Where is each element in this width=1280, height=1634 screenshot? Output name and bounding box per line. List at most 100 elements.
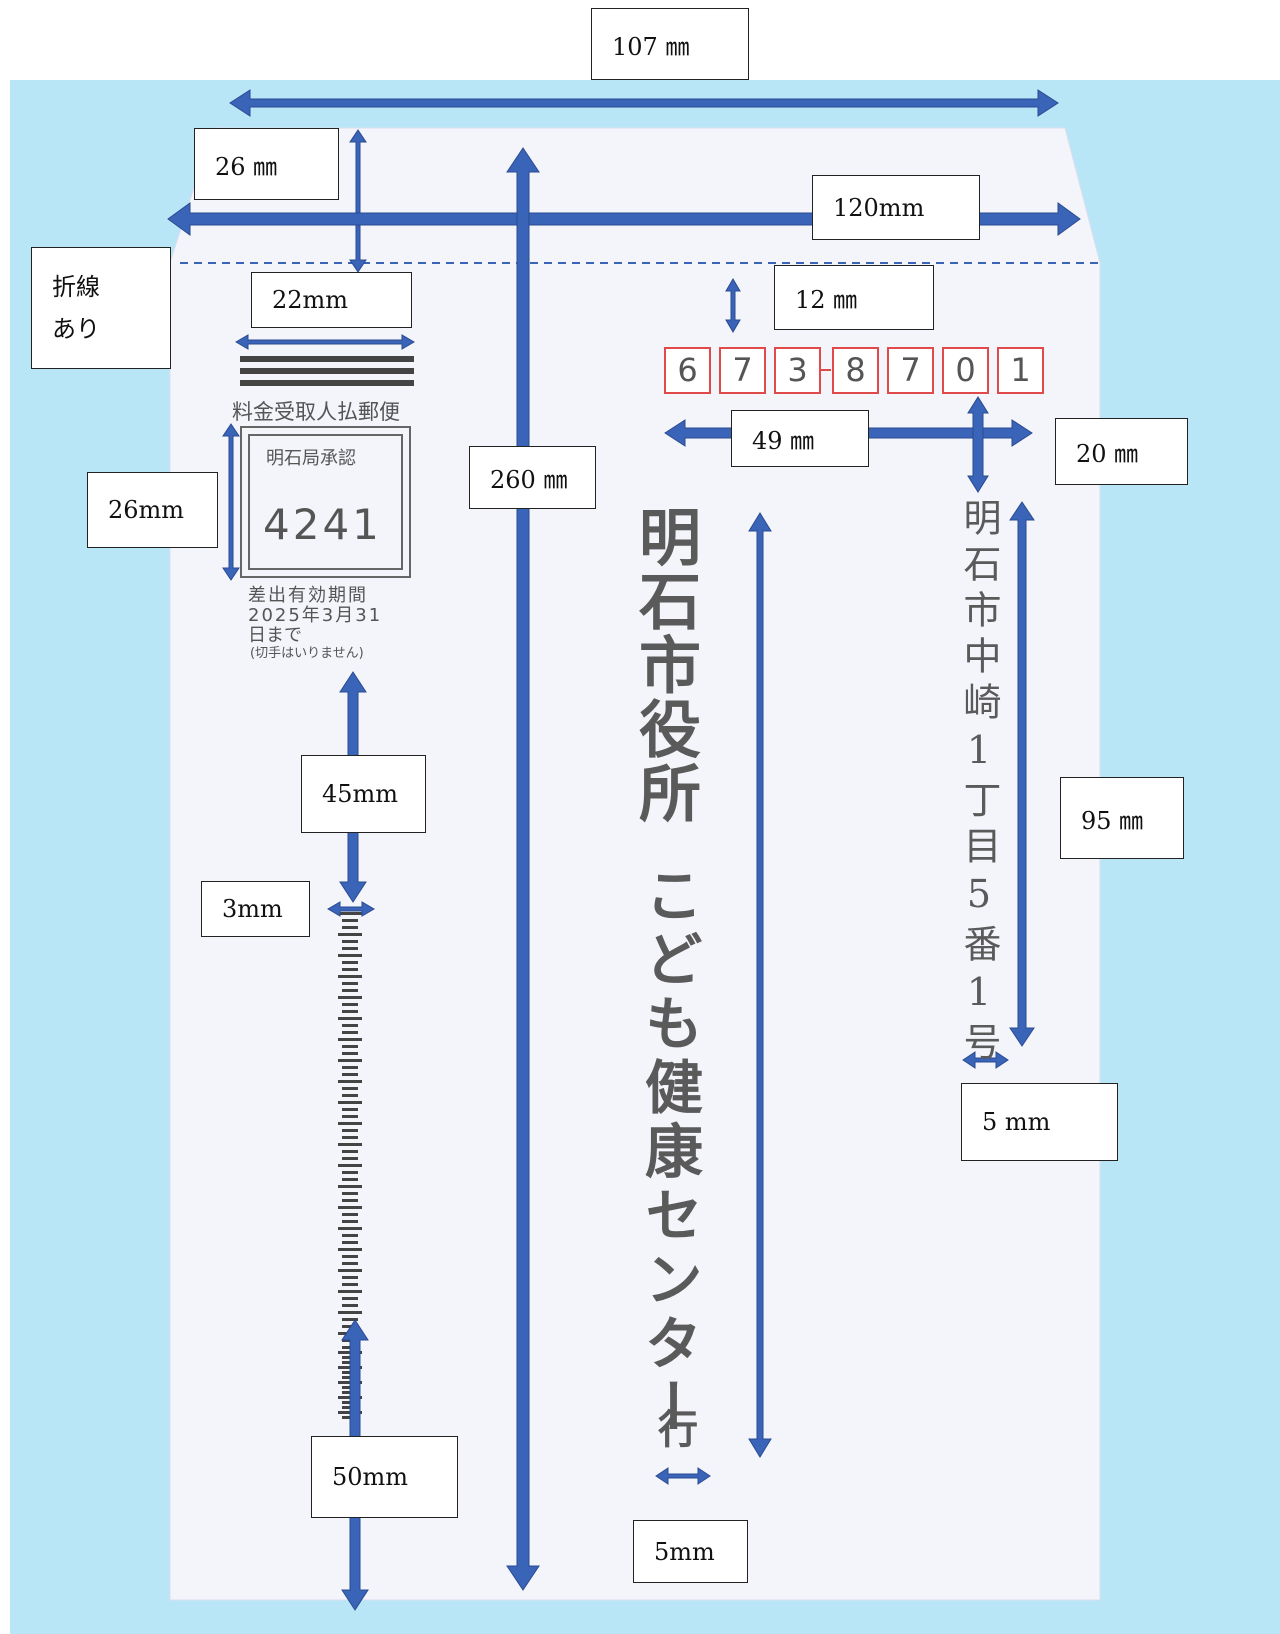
postal-digit-7: 1	[997, 347, 1044, 394]
barcode-bar	[342, 1171, 358, 1174]
barcode-bar	[338, 1164, 362, 1167]
barcode-bar	[338, 933, 362, 936]
barcode-bar	[342, 1220, 358, 1223]
barcode-bar	[342, 1199, 358, 1202]
postal-digit-6: 0	[942, 347, 989, 394]
label-3mm: 3mm	[201, 881, 310, 937]
validity-line-3: 日まで	[248, 625, 302, 646]
arrow-3mm	[327, 901, 375, 917]
arrow-5mm-address	[962, 1051, 1009, 1069]
barcode-bar	[342, 1003, 358, 1006]
barcode-bar	[342, 1304, 358, 1307]
approval-box-inner	[248, 434, 403, 570]
approval-box-outer	[240, 426, 411, 578]
barcode-bar	[342, 1115, 358, 1118]
address-text: 明石市中崎1丁目5番1号	[957, 498, 1001, 1068]
barcode-bar	[342, 919, 358, 922]
barcode-bar	[342, 1031, 358, 1034]
barcode-bar	[342, 1318, 358, 1321]
barcode-bar	[342, 989, 358, 992]
label-5mm-address: 5 mm	[961, 1083, 1118, 1161]
barcode-bar	[342, 1150, 358, 1153]
barcode-bar	[342, 1276, 358, 1279]
barcode-bar	[342, 982, 358, 985]
barcode-bar	[342, 1010, 358, 1013]
barcode-bar	[338, 1101, 362, 1104]
barcode-bar	[342, 947, 358, 950]
barcode-bar	[342, 961, 358, 964]
postal-digit-3: 3	[774, 347, 821, 394]
barcode-bar	[338, 1143, 362, 1146]
barcode-bar	[338, 912, 362, 915]
barcode-bar	[338, 1080, 362, 1083]
validity-line-2: 2025年3月31	[248, 605, 383, 626]
arrow-26mm	[222, 423, 240, 581]
label-95mm: 95 ㎜	[1060, 777, 1184, 859]
approval-office: 明石局承認	[266, 448, 356, 469]
postal-digit-1: 6	[664, 347, 711, 394]
arrow-5mm-recipient	[655, 1467, 711, 1485]
arrow-95mm-recipient	[748, 512, 772, 1458]
barcode-bar	[338, 996, 362, 999]
label-260mm: 260 ㎜	[469, 446, 596, 509]
label-26mm-box: 26mm	[87, 472, 218, 548]
label-fold-line: 折線 あり	[31, 247, 171, 369]
barcode-bar	[338, 1059, 362, 1062]
approval-number: 4241	[263, 500, 382, 549]
barcode-bar	[342, 1108, 358, 1111]
no-stamp-note: (切手はいりません)	[250, 646, 364, 661]
postal-digit-4: 8	[832, 347, 879, 394]
barcode-bar	[342, 1297, 358, 1300]
barcode-bar	[338, 1122, 362, 1125]
label-49mm: 49 ㎜	[731, 410, 869, 467]
barcode-bar	[342, 1136, 358, 1139]
label-12mm: 12 ㎜	[774, 265, 934, 330]
barcode-bar	[342, 1241, 358, 1244]
barcode-bar	[342, 1234, 358, 1237]
barcode-bar	[342, 1052, 358, 1055]
barcode-bar	[338, 975, 362, 978]
barcode-bar	[342, 1024, 358, 1027]
arrow-95mm-address	[1009, 501, 1035, 1047]
barcode-bar	[342, 1283, 358, 1286]
label-22mm: 22mm	[251, 272, 412, 328]
barcode-bar	[342, 1129, 358, 1132]
barcode-bar	[342, 940, 358, 943]
arrow-22mm	[235, 334, 415, 350]
barcode-bar	[342, 1255, 358, 1258]
barcode-bar	[338, 1185, 362, 1188]
barcode-bar	[342, 1213, 358, 1216]
barcode-bar	[338, 1290, 362, 1293]
postage-stripes	[240, 356, 414, 386]
label-5mm-recipient: 5mm	[633, 1520, 748, 1583]
validity-line-1: 差出有効期間	[248, 585, 368, 606]
label-45mm: 45mm	[301, 755, 426, 833]
arrow-12mm	[725, 278, 741, 333]
barcode-bar	[342, 1157, 358, 1160]
fold-label-line-2: あり	[52, 315, 100, 343]
barcode-bar	[342, 1087, 358, 1090]
barcode-bar	[342, 1094, 358, 1097]
label-width-120: 120mm	[812, 175, 980, 240]
barcode-bar	[342, 968, 358, 971]
fold-label-line-1: 折線	[52, 273, 100, 301]
barcode-bar	[338, 954, 362, 957]
barcode-bar	[338, 1017, 362, 1020]
postal-digit-5: 7	[887, 347, 934, 394]
label-flap-26: 26 ㎜	[194, 128, 339, 200]
arrow-107mm	[229, 89, 1059, 117]
recipient-honorific: 行	[651, 1408, 698, 1448]
barcode-bar	[342, 926, 358, 929]
recipient-line-1: 明石市役所	[628, 505, 701, 825]
barcode-bar	[342, 1192, 358, 1195]
arrow-260mm	[506, 147, 540, 1591]
barcode-bar	[342, 1066, 358, 1069]
recipient-line-2: こども健康センター	[635, 865, 703, 1441]
arrow-120mm	[167, 202, 1081, 236]
barcode-bar	[338, 1311, 362, 1314]
barcode-bar	[342, 1178, 358, 1181]
label-width-107: 107 ㎜	[591, 8, 749, 80]
arrow-20mm	[967, 396, 989, 493]
postage-title: 料金受取人払郵便	[232, 400, 400, 424]
